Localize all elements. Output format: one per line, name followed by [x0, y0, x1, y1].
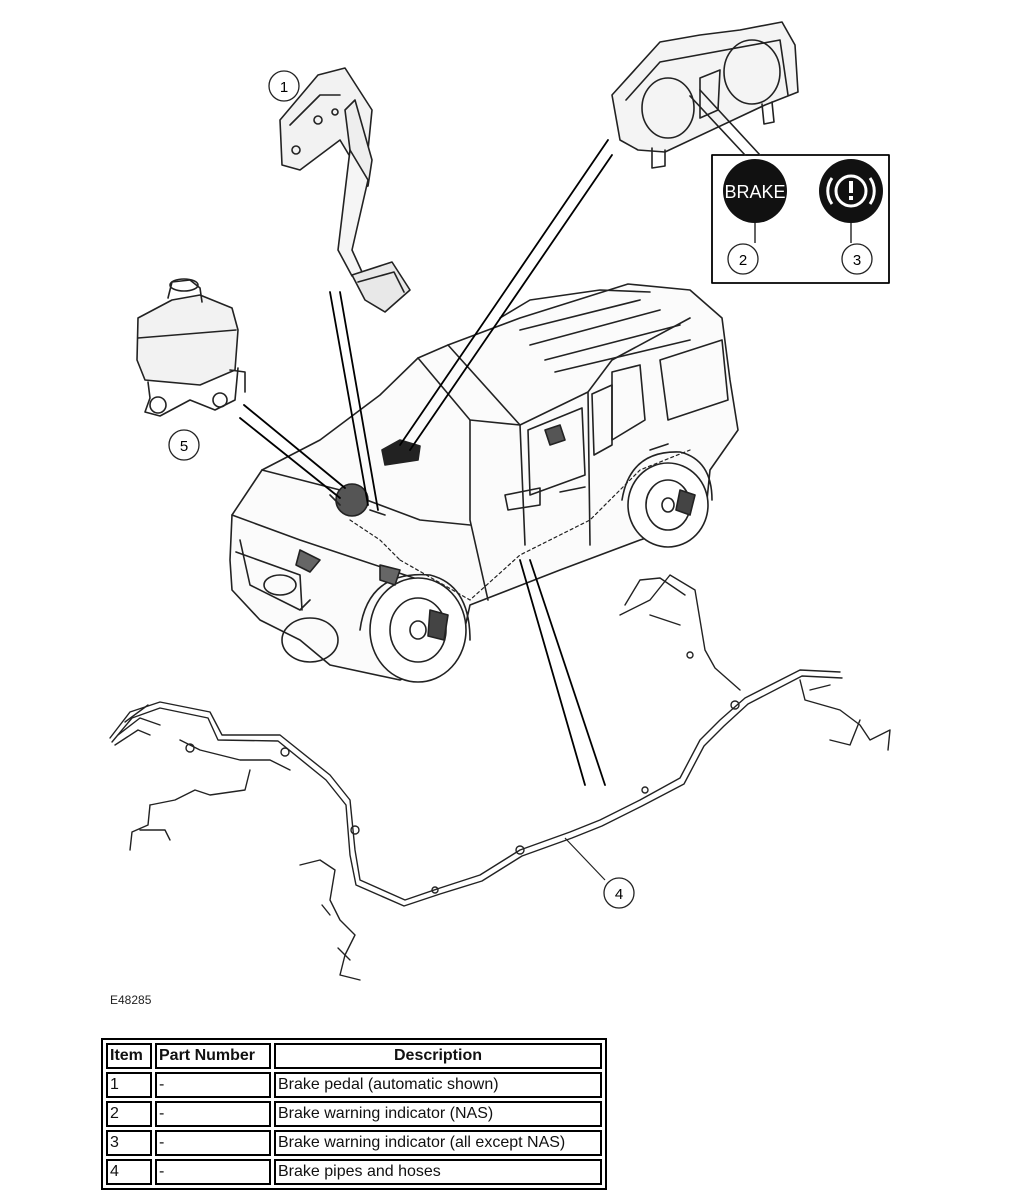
callout-4: 4: [603, 877, 635, 909]
cell-item: 3: [106, 1130, 152, 1156]
brake-system-diagram: BRAKE 1 2 3 4 5: [109, 21, 891, 981]
figure-code: E48285: [110, 993, 152, 1007]
header-part-number: Part Number: [155, 1043, 271, 1069]
cell-item: 1: [106, 1072, 152, 1098]
cell-item: 2: [106, 1101, 152, 1127]
table-header-row: Item Part Number Description: [106, 1043, 602, 1069]
callout-3-label: 3: [853, 252, 861, 269]
cell-description: Brake pipes and hoses: [274, 1159, 602, 1185]
callout-2: 2: [727, 243, 759, 275]
table-row: 4 - Brake pipes and hoses: [106, 1159, 602, 1185]
callout-5-label: 5: [180, 438, 188, 455]
callout-1-label: 1: [280, 79, 288, 96]
brake-indicator-nas: BRAKE: [723, 159, 787, 243]
cell-part-number: -: [155, 1101, 271, 1127]
header-item: Item: [106, 1043, 152, 1069]
table-row: 2 - Brake warning indicator (NAS): [106, 1101, 602, 1127]
callout-1: 1: [268, 70, 300, 102]
cell-item: 4: [106, 1159, 152, 1185]
leader-lines: [239, 139, 613, 786]
callout-2-label: 2: [739, 252, 747, 269]
parts-table: Item Part Number Description 1 - Brake p…: [101, 1038, 607, 1190]
vehicle-drawing: [229, 283, 739, 683]
callout-5: 5: [168, 429, 200, 461]
brake-indicator-label: BRAKE: [724, 182, 785, 202]
cell-part-number: -: [155, 1159, 271, 1185]
brake-pipes-drawing: [109, 574, 891, 981]
cell-part-number: -: [155, 1072, 271, 1098]
brake-indicator-non-nas: [819, 159, 883, 243]
cell-description: Brake warning indicator (NAS): [274, 1101, 602, 1127]
cell-description: Brake warning indicator (all except NAS): [274, 1130, 602, 1156]
cell-description: Brake pedal (automatic shown): [274, 1072, 602, 1098]
header-description: Description: [274, 1043, 602, 1069]
table-row: 1 - Brake pedal (automatic shown): [106, 1072, 602, 1098]
table-row: 3 - Brake warning indicator (all except …: [106, 1130, 602, 1156]
callout-4-label: 4: [615, 886, 623, 903]
callout-3: 3: [841, 243, 873, 275]
instrument-cluster-drawing: [611, 21, 799, 169]
cell-part-number: -: [155, 1130, 271, 1156]
brake-pedal-drawing: [279, 67, 411, 313]
master-cylinder-drawing: [136, 278, 246, 417]
